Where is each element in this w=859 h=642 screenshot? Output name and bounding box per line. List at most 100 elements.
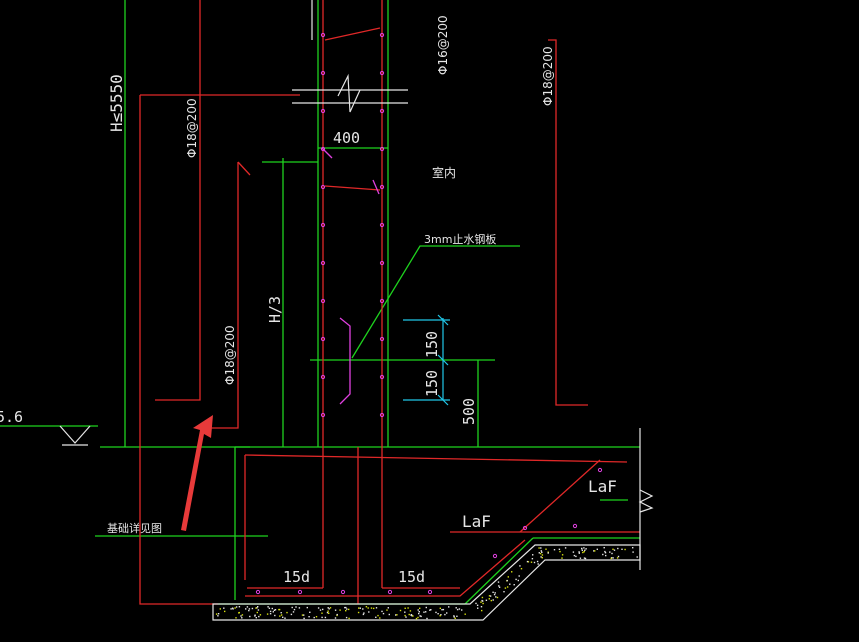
hatch-dot — [609, 551, 611, 553]
rebar-dot — [572, 523, 578, 529]
hatch-dot — [407, 607, 409, 609]
hatch-dot — [410, 614, 413, 616]
hatch-dot — [327, 607, 329, 609]
rebar-dot — [297, 589, 303, 595]
hatch-dot — [334, 609, 337, 611]
hatch-dot — [481, 599, 483, 602]
hatch-dot — [439, 615, 441, 617]
hatch-dot — [234, 607, 236, 609]
hatch-dot — [572, 551, 575, 553]
anchor-left-label: 15d — [283, 568, 310, 586]
hatch-dot — [464, 613, 466, 615]
rebar-dot — [340, 589, 346, 595]
hatch-dot — [506, 579, 508, 582]
hatch-dot — [417, 616, 419, 619]
hatch-dot — [404, 607, 406, 609]
break-zigzag — [337, 73, 361, 113]
hatch-dot — [539, 552, 542, 555]
hatch-dot — [517, 579, 519, 582]
rebar-dot — [379, 146, 385, 152]
hatch-dot — [420, 615, 422, 618]
hatch-dot — [456, 615, 458, 617]
hatch-dot — [493, 593, 496, 596]
hatch-dot — [249, 615, 251, 618]
rebar-dot — [320, 184, 326, 190]
hatch-dot — [269, 613, 272, 615]
hatch-dot — [435, 611, 437, 614]
hatch-dot — [613, 549, 616, 551]
hatch-dot — [541, 557, 543, 559]
hatch-dot — [258, 615, 260, 618]
hatch-dot — [238, 611, 240, 614]
hatch-dot — [437, 613, 439, 615]
left-inner-bar — [155, 0, 201, 401]
hatch-dot — [256, 611, 258, 614]
hatch-dot — [564, 547, 567, 549]
hatch-dot — [230, 608, 232, 610]
hatch-dot — [256, 607, 258, 609]
hatch-dot — [271, 607, 273, 610]
hatch-dot — [309, 611, 311, 613]
hatch-dot — [527, 561, 530, 563]
hatch-dot — [279, 615, 281, 617]
hatch-dot — [363, 612, 365, 614]
hatch-dot — [255, 617, 257, 619]
hatch-dot — [497, 581, 500, 583]
hatch-dot — [241, 614, 244, 616]
hatch-dot — [377, 614, 379, 617]
hatch-dot — [274, 609, 277, 611]
hatch-dot — [418, 611, 420, 613]
hatch-dot — [345, 606, 347, 609]
hatch-dot — [585, 548, 587, 550]
rebar-dot — [320, 108, 326, 114]
hatch-dot — [476, 604, 479, 606]
hatch-dot — [257, 606, 259, 608]
hatch-dot — [399, 609, 402, 612]
rebar-dot — [522, 525, 528, 531]
hatch-dot — [541, 554, 544, 556]
hatch-dot — [359, 607, 361, 609]
hatch-dot — [526, 560, 529, 563]
hatch-dot — [217, 615, 219, 617]
hatch-dot — [319, 609, 322, 611]
hatch-dot — [537, 563, 539, 565]
blinding-shape — [212, 544, 641, 621]
hatch-dot — [357, 611, 360, 614]
hatch-dot — [489, 595, 492, 597]
hatch-dot — [496, 596, 499, 599]
hatch-dot — [412, 615, 414, 617]
rebar-dot — [379, 184, 385, 190]
rebar-left-mid-label: Φ18@200 — [223, 325, 237, 385]
hatch-dot — [223, 607, 225, 609]
hatch-dot — [593, 550, 595, 552]
left-mid-bar — [210, 162, 239, 429]
hatch-dot — [610, 557, 612, 560]
hatch-dot — [488, 595, 491, 597]
hatch-dot — [540, 550, 542, 552]
hatch-dot — [313, 616, 315, 619]
hatch-dot — [495, 596, 497, 598]
rebar-left-top-label: Φ18@200 — [185, 98, 199, 158]
rebar-dot — [320, 222, 326, 228]
rebar-dot — [255, 589, 261, 595]
hatch-dot — [603, 547, 605, 549]
hatch-dot — [273, 609, 276, 611]
hatch-dot — [541, 551, 543, 553]
hatch-dot — [248, 608, 251, 610]
rebar-dot — [379, 70, 385, 76]
hatch-dot — [448, 606, 450, 608]
hatch-dot — [425, 606, 427, 609]
hatch-dot — [345, 616, 348, 619]
hatch-dot — [583, 551, 585, 553]
hatch-dot — [453, 616, 455, 618]
hatch-dot — [596, 548, 598, 550]
hatch-dots — [215, 547, 638, 620]
hatch-dot — [575, 555, 577, 558]
hatch-dot — [321, 612, 323, 614]
hatch-dot — [298, 607, 301, 609]
hatch-dot — [492, 591, 494, 593]
hatch-dot — [336, 613, 338, 616]
hatch-dot — [453, 615, 455, 617]
hatch-dot — [559, 550, 561, 553]
hatch-dot — [245, 608, 247, 610]
